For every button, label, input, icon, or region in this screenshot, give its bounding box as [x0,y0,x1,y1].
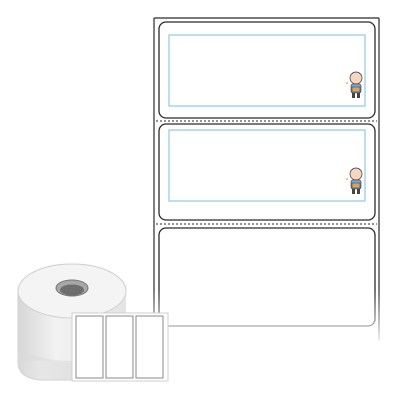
label-1-outline [158,21,376,119]
label-2-outline [158,123,376,221]
cartoon-boy-icon [346,71,363,98]
label-1-print-frame [168,34,366,107]
label-2-print-frame [168,129,366,202]
label-roll [17,263,169,382]
roll-core-hole [60,284,84,296]
label-sheet [150,17,385,350]
roll-label-3 [135,315,164,379]
label-1 [158,21,376,119]
roll-label-2 [105,315,134,379]
cartoon-boy-icon [346,167,363,194]
label-2 [158,123,376,221]
roll-label-1 [75,315,104,379]
roll-shadow [18,291,74,380]
sheet-fade [150,290,385,350]
